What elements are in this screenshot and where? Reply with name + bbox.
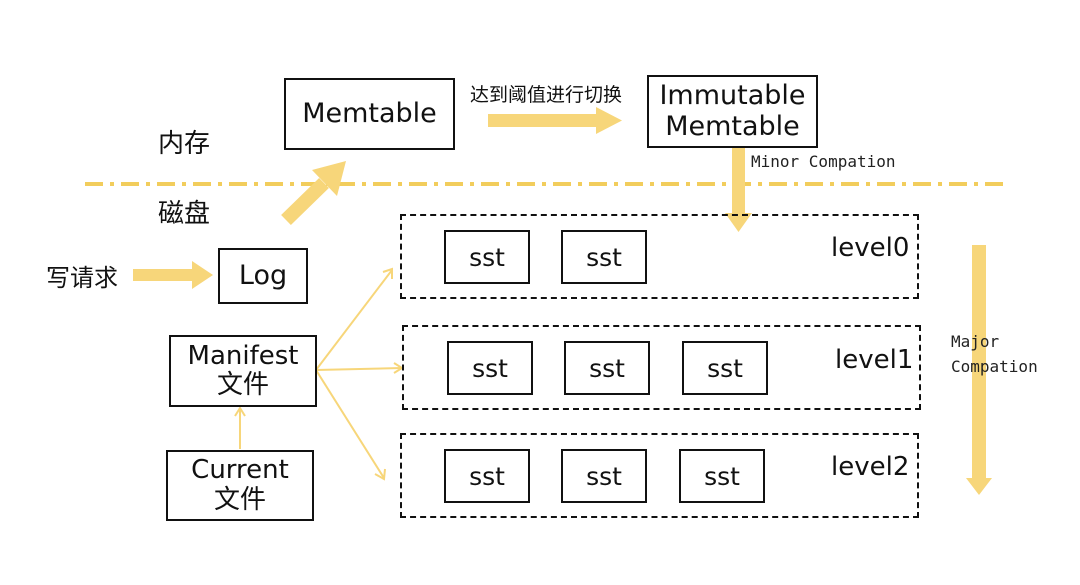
write-request-label: 写请求 <box>46 264 118 292</box>
manifest-box: Manifest 文件 <box>169 335 317 407</box>
switch-arrow <box>488 107 622 134</box>
immutable-label-line1: Immutable <box>659 80 806 112</box>
log-box: Log <box>218 248 308 304</box>
write-request-arrow <box>133 261 213 289</box>
minor-compaction-label: Minor Compation <box>751 152 896 171</box>
level1-container <box>402 325 921 410</box>
level1-sst-1: sst <box>447 341 533 395</box>
level2-sst-2: sst <box>561 449 647 503</box>
memory-label: 内存 <box>158 129 211 159</box>
level0-sst-2: sst <box>561 230 647 284</box>
threshold-switch-label: 达到阈值进行切换 <box>470 84 623 106</box>
level0-container <box>400 214 919 299</box>
immutable-label-line2: Memtable <box>665 110 800 142</box>
level2-sst-3: sst <box>679 449 765 503</box>
level2-label: level2 <box>831 452 910 482</box>
current-label-line2: 文件 <box>213 484 266 515</box>
current-box: Current 文件 <box>166 450 314 521</box>
current-label-line1: Current <box>191 455 289 486</box>
level2-sst-1: sst <box>444 449 530 503</box>
log-to-memtable-arrow <box>281 161 346 226</box>
level1-sst-2: sst <box>564 341 650 395</box>
level1-label: level1 <box>835 345 914 375</box>
manifest-label-line1: Manifest <box>187 340 299 371</box>
major-compaction-arrow <box>966 245 992 495</box>
major-compaction-label-line2: Compation <box>951 357 1038 376</box>
level0-label: level0 <box>831 233 910 263</box>
major-compaction-label-line1: Major <box>951 332 1000 351</box>
minor-compaction-arrow <box>725 148 752 232</box>
immutable-memtable-box: Immutable Memtable <box>647 75 818 148</box>
manifest-label-line2: 文件 <box>216 370 269 400</box>
current-to-manifest-arrow <box>234 406 246 449</box>
log-label: Log <box>238 259 288 291</box>
level2-container <box>400 433 919 518</box>
manifest-to-levels-arrows <box>315 267 404 481</box>
memtable-box: Memtable <box>284 78 455 150</box>
disk-label: 磁盘 <box>158 199 211 229</box>
memtable-label: Memtable <box>302 97 437 129</box>
level1-sst-3: sst <box>682 341 768 395</box>
level0-sst-1: sst <box>444 230 530 284</box>
